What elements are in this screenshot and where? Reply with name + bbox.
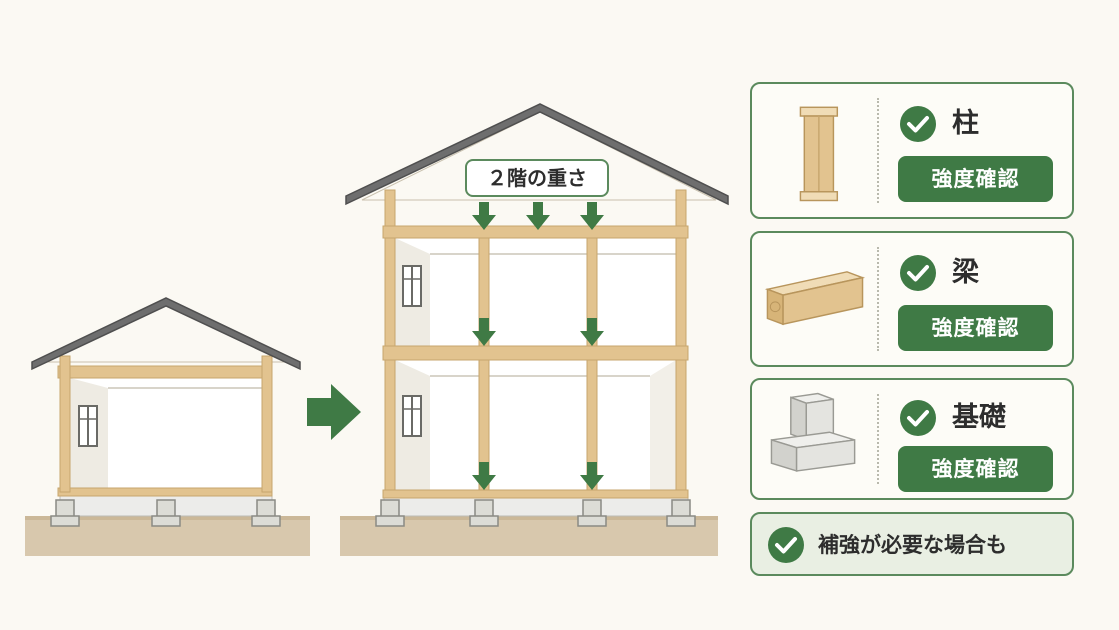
item-title: 基礎 <box>952 402 1006 433</box>
check-circle-icon <box>768 527 804 563</box>
floor-beam-2f <box>382 345 689 361</box>
attic-beam <box>382 225 689 239</box>
post-inner-2 <box>586 235 598 497</box>
transition-arrow <box>307 384 361 440</box>
two-storey-house: ２階の重さ <box>340 103 729 556</box>
checklist-card-column: 柱 強度確認 <box>750 82 1074 219</box>
column-icon <box>799 106 839 202</box>
upper-room <box>395 238 676 346</box>
checklist-card-beam: 梁 強度確認 <box>750 231 1074 367</box>
item-title: 梁 <box>952 257 979 288</box>
gable <box>43 301 289 363</box>
window <box>402 265 422 307</box>
check-circle-icon <box>900 255 936 291</box>
check-circle-icon <box>900 106 936 142</box>
interior <box>70 378 262 494</box>
checklist-card-foundation: 基礎 強度確認 <box>750 378 1074 500</box>
lower-room <box>395 360 676 492</box>
status-badge: 強度確認 <box>898 156 1053 202</box>
post-right <box>261 355 273 493</box>
reinforcement-note: 補強が必要な場合も <box>750 512 1074 576</box>
note-text: 補強が必要な場合も <box>818 533 1007 557</box>
ceiling-beam <box>57 365 273 379</box>
roof <box>345 103 729 206</box>
load-label: ２階の重さ <box>487 166 587 190</box>
item-title: 柱 <box>952 108 979 139</box>
foundation-icon <box>770 392 856 472</box>
divider <box>877 98 879 203</box>
divider <box>877 394 879 484</box>
single-storey-house <box>25 297 310 556</box>
status-badge: 強度確認 <box>898 305 1053 351</box>
post-inner-1 <box>478 235 490 497</box>
beam-icon <box>764 271 866 326</box>
check-circle-icon <box>900 400 936 436</box>
gable <box>361 111 717 201</box>
floor-beam-1f <box>382 489 689 499</box>
window <box>78 405 98 447</box>
post-left <box>59 355 71 493</box>
load-label-box <box>465 159 609 197</box>
window <box>402 395 422 437</box>
roof <box>31 297 301 371</box>
floor-beam <box>57 487 273 497</box>
status-badge: 強度確認 <box>898 446 1053 492</box>
divider <box>877 247 879 351</box>
